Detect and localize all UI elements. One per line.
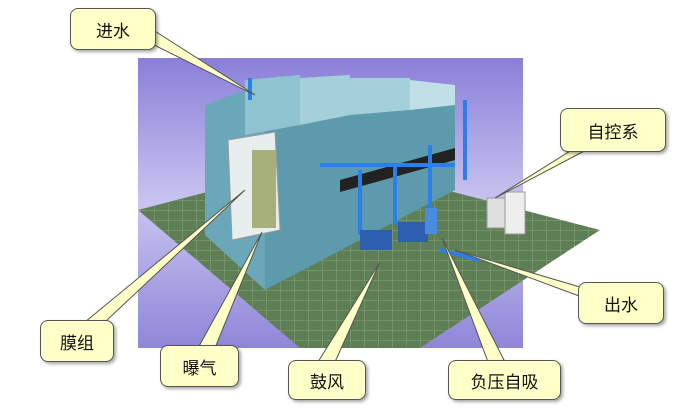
pipes (248, 78, 481, 262)
tank-back-wall (245, 75, 300, 135)
control-cabinet (486, 197, 506, 229)
callout-inlet: 进水 (70, 8, 156, 50)
pump (425, 208, 437, 234)
label-band (340, 148, 455, 192)
callout-outlet: 出水 (578, 282, 664, 324)
callout-control-system: 自控系 (560, 108, 666, 152)
callout-blower: 鼓风 (288, 360, 366, 400)
callout-aeration: 曝气 (160, 345, 239, 387)
callout-negative-pressure-suction: 负压自吸 (448, 360, 561, 400)
blower-1 (360, 230, 392, 250)
callout-membrane-module: 膜组 (40, 320, 114, 362)
blower-2 (398, 222, 428, 242)
